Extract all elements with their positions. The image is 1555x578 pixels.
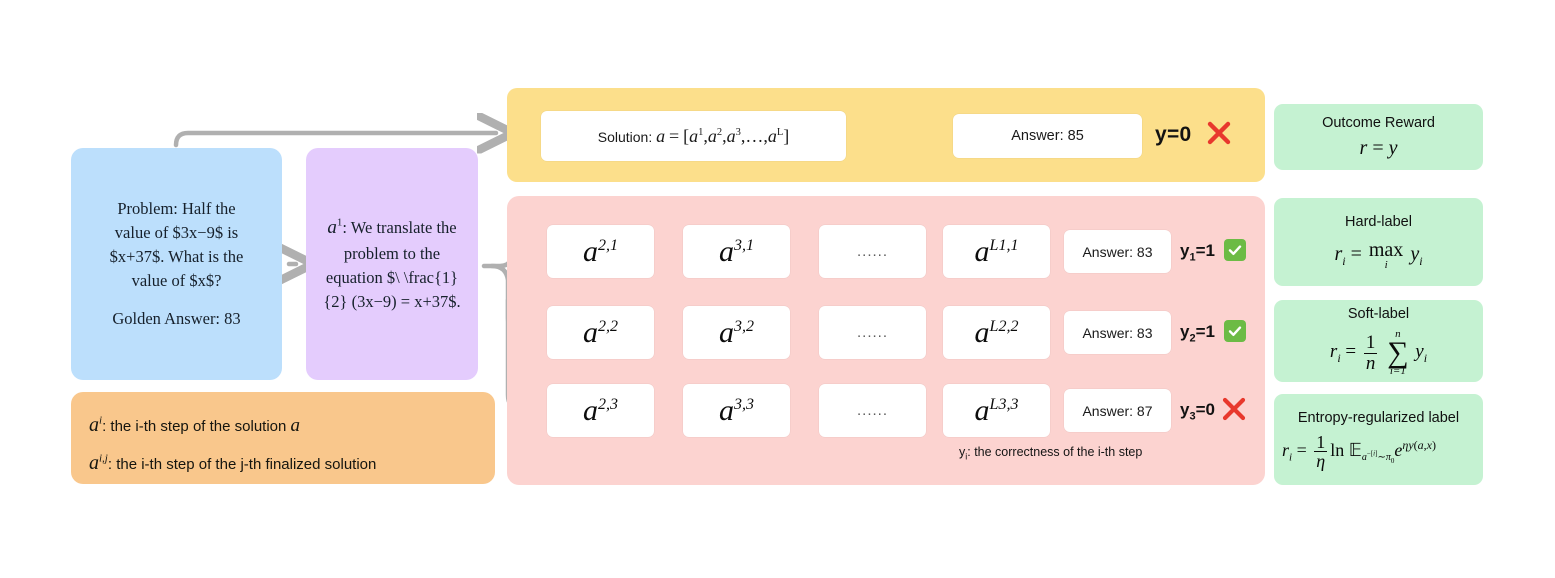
solution-item-3: a3 <box>726 125 741 146</box>
reward-box-entropy-label-title: Entropy-regularized label <box>1297 409 1460 426</box>
solution-sequence-box: Solution: a = [a1,a2,a3,…,aL] <box>541 111 846 161</box>
row2-step-dots: ...... <box>819 306 926 359</box>
outcome-answer-label: Answer: 85 <box>1011 128 1084 144</box>
notation-legend-box: ai: the i-th step of the solution a ai,j… <box>71 392 495 484</box>
row2-step-2-label: a3,2 <box>719 315 754 349</box>
row1-dots-label: ...... <box>856 243 888 260</box>
row3-status-cross-icon <box>1221 396 1247 427</box>
row1-status-check-icon <box>1224 239 1246 261</box>
row2-dots-label: ...... <box>856 324 888 341</box>
row1-step-1-label: a2,1 <box>583 234 618 268</box>
row3-step-dots: ...... <box>819 384 926 437</box>
solution-bracket-open: [ <box>683 125 690 146</box>
solution-prefix: Solution: <box>597 128 653 145</box>
problem-line-2: value of $3x−9$ is <box>114 223 239 243</box>
outcome-answer-box: Answer: 85 <box>953 114 1142 158</box>
first-step-body: : We translate the problem to the equati… <box>323 218 461 311</box>
solution-sequence-text: Solution: a = [a1,a2,a3,…,aL] <box>597 125 790 146</box>
solution-bracket-close: ] <box>783 125 790 146</box>
solution-item-2: a2 <box>707 125 723 146</box>
row1-answer-box: Answer: 83 <box>1064 230 1171 273</box>
legend-inline-a: a <box>290 415 301 436</box>
row2-step-last-label: aL2,2 <box>974 315 1019 349</box>
legend-line-2: ai,j: the i-th step of the j-th finalize… <box>89 452 377 475</box>
outcome-y-label: y=0 <box>1155 123 1192 146</box>
cross-icon <box>1222 397 1246 421</box>
arrow-to-outcome-band <box>173 133 496 145</box>
row3-step-last-label: aL3,3 <box>974 393 1019 427</box>
first-step-superscript: 1 <box>336 217 343 230</box>
solution-equals: = <box>669 125 680 146</box>
row1-step-2: a3,1 <box>683 225 790 278</box>
spacer <box>110 293 244 307</box>
row3-dots-label: ...... <box>856 402 888 419</box>
row1-step-2-label: a3,1 <box>719 234 754 268</box>
first-step-box: a1: We translate the problem to the equa… <box>306 148 478 380</box>
reward-box-outcome-formula: r = y <box>1359 136 1398 159</box>
row1-step-last: aL1,1 <box>943 225 1050 278</box>
first-step-symbol: a1 <box>327 217 343 239</box>
row1-step-1: a2,1 <box>547 225 654 278</box>
process-band-caption: yi: the correctness of the i-th step <box>959 445 1143 462</box>
row1-answer-label: Answer: 83 <box>1082 243 1153 260</box>
check-icon <box>1228 326 1242 336</box>
row2-y-label: y2=1 <box>1180 322 1215 345</box>
row3-step-2: a3,3 <box>683 384 790 437</box>
row2-step-2: a3,2 <box>683 306 790 359</box>
first-step-text: a1: We translate the problem to the equa… <box>318 214 466 313</box>
row3-y-label: y3=0 <box>1180 400 1215 423</box>
row3-step-2-label: a3,3 <box>719 393 754 427</box>
legend-symbol-2: ai,j <box>89 452 108 475</box>
reward-box-outcome: Outcome Reward r = y <box>1274 104 1483 170</box>
row1-y-label: y1=1 <box>1180 241 1215 264</box>
problem-text: Problem: Half the value of $3x−9$ is $x+… <box>110 197 244 331</box>
row2-step-last: aL2,2 <box>943 306 1050 359</box>
row3-step-1: a2,3 <box>547 384 654 437</box>
reward-box-outcome-title: Outcome Reward <box>1322 115 1435 132</box>
problem-line-4: value of $x$? <box>131 270 222 290</box>
problem-line-3: $x+37$. What is the <box>109 247 244 267</box>
legend-line-1: ai: the i-th step of the solution a <box>89 414 301 436</box>
row1-step-last-label: aL1,1 <box>974 234 1019 268</box>
check-icon <box>1228 245 1242 255</box>
row3-answer-label: Answer: 87 <box>1082 402 1153 419</box>
reward-box-soft-label-title: Soft-label <box>1347 306 1410 323</box>
legend-symbol-1: ai <box>89 414 103 436</box>
cross-icon <box>1207 121 1231 145</box>
solution-item-1: a1 <box>689 125 704 146</box>
row2-status-check-icon <box>1224 320 1246 342</box>
solution-variable: a <box>656 125 666 146</box>
solution-item-last: aL <box>767 125 784 146</box>
row3-step-last: aL3,3 <box>943 384 1050 437</box>
row2-step-1-label: a2,2 <box>583 315 618 349</box>
outcome-status-cross-icon <box>1206 120 1232 151</box>
row3-answer-box: Answer: 87 <box>1064 389 1171 432</box>
row1-step-dots: ...... <box>819 225 926 278</box>
problem-line-1: Problem: Half the <box>117 199 236 219</box>
problem-box: Problem: Half the value of $3x−9$ is $x+… <box>71 148 282 380</box>
reward-box-hard-label-title: Hard-label <box>1345 213 1412 230</box>
row2-answer-box: Answer: 83 <box>1064 311 1171 354</box>
golden-answer: Golden Answer: 83 <box>112 308 241 328</box>
row2-answer-label: Answer: 83 <box>1082 324 1153 341</box>
row3-step-1-label: a2,3 <box>583 393 618 427</box>
row2-step-1: a2,2 <box>547 306 654 359</box>
